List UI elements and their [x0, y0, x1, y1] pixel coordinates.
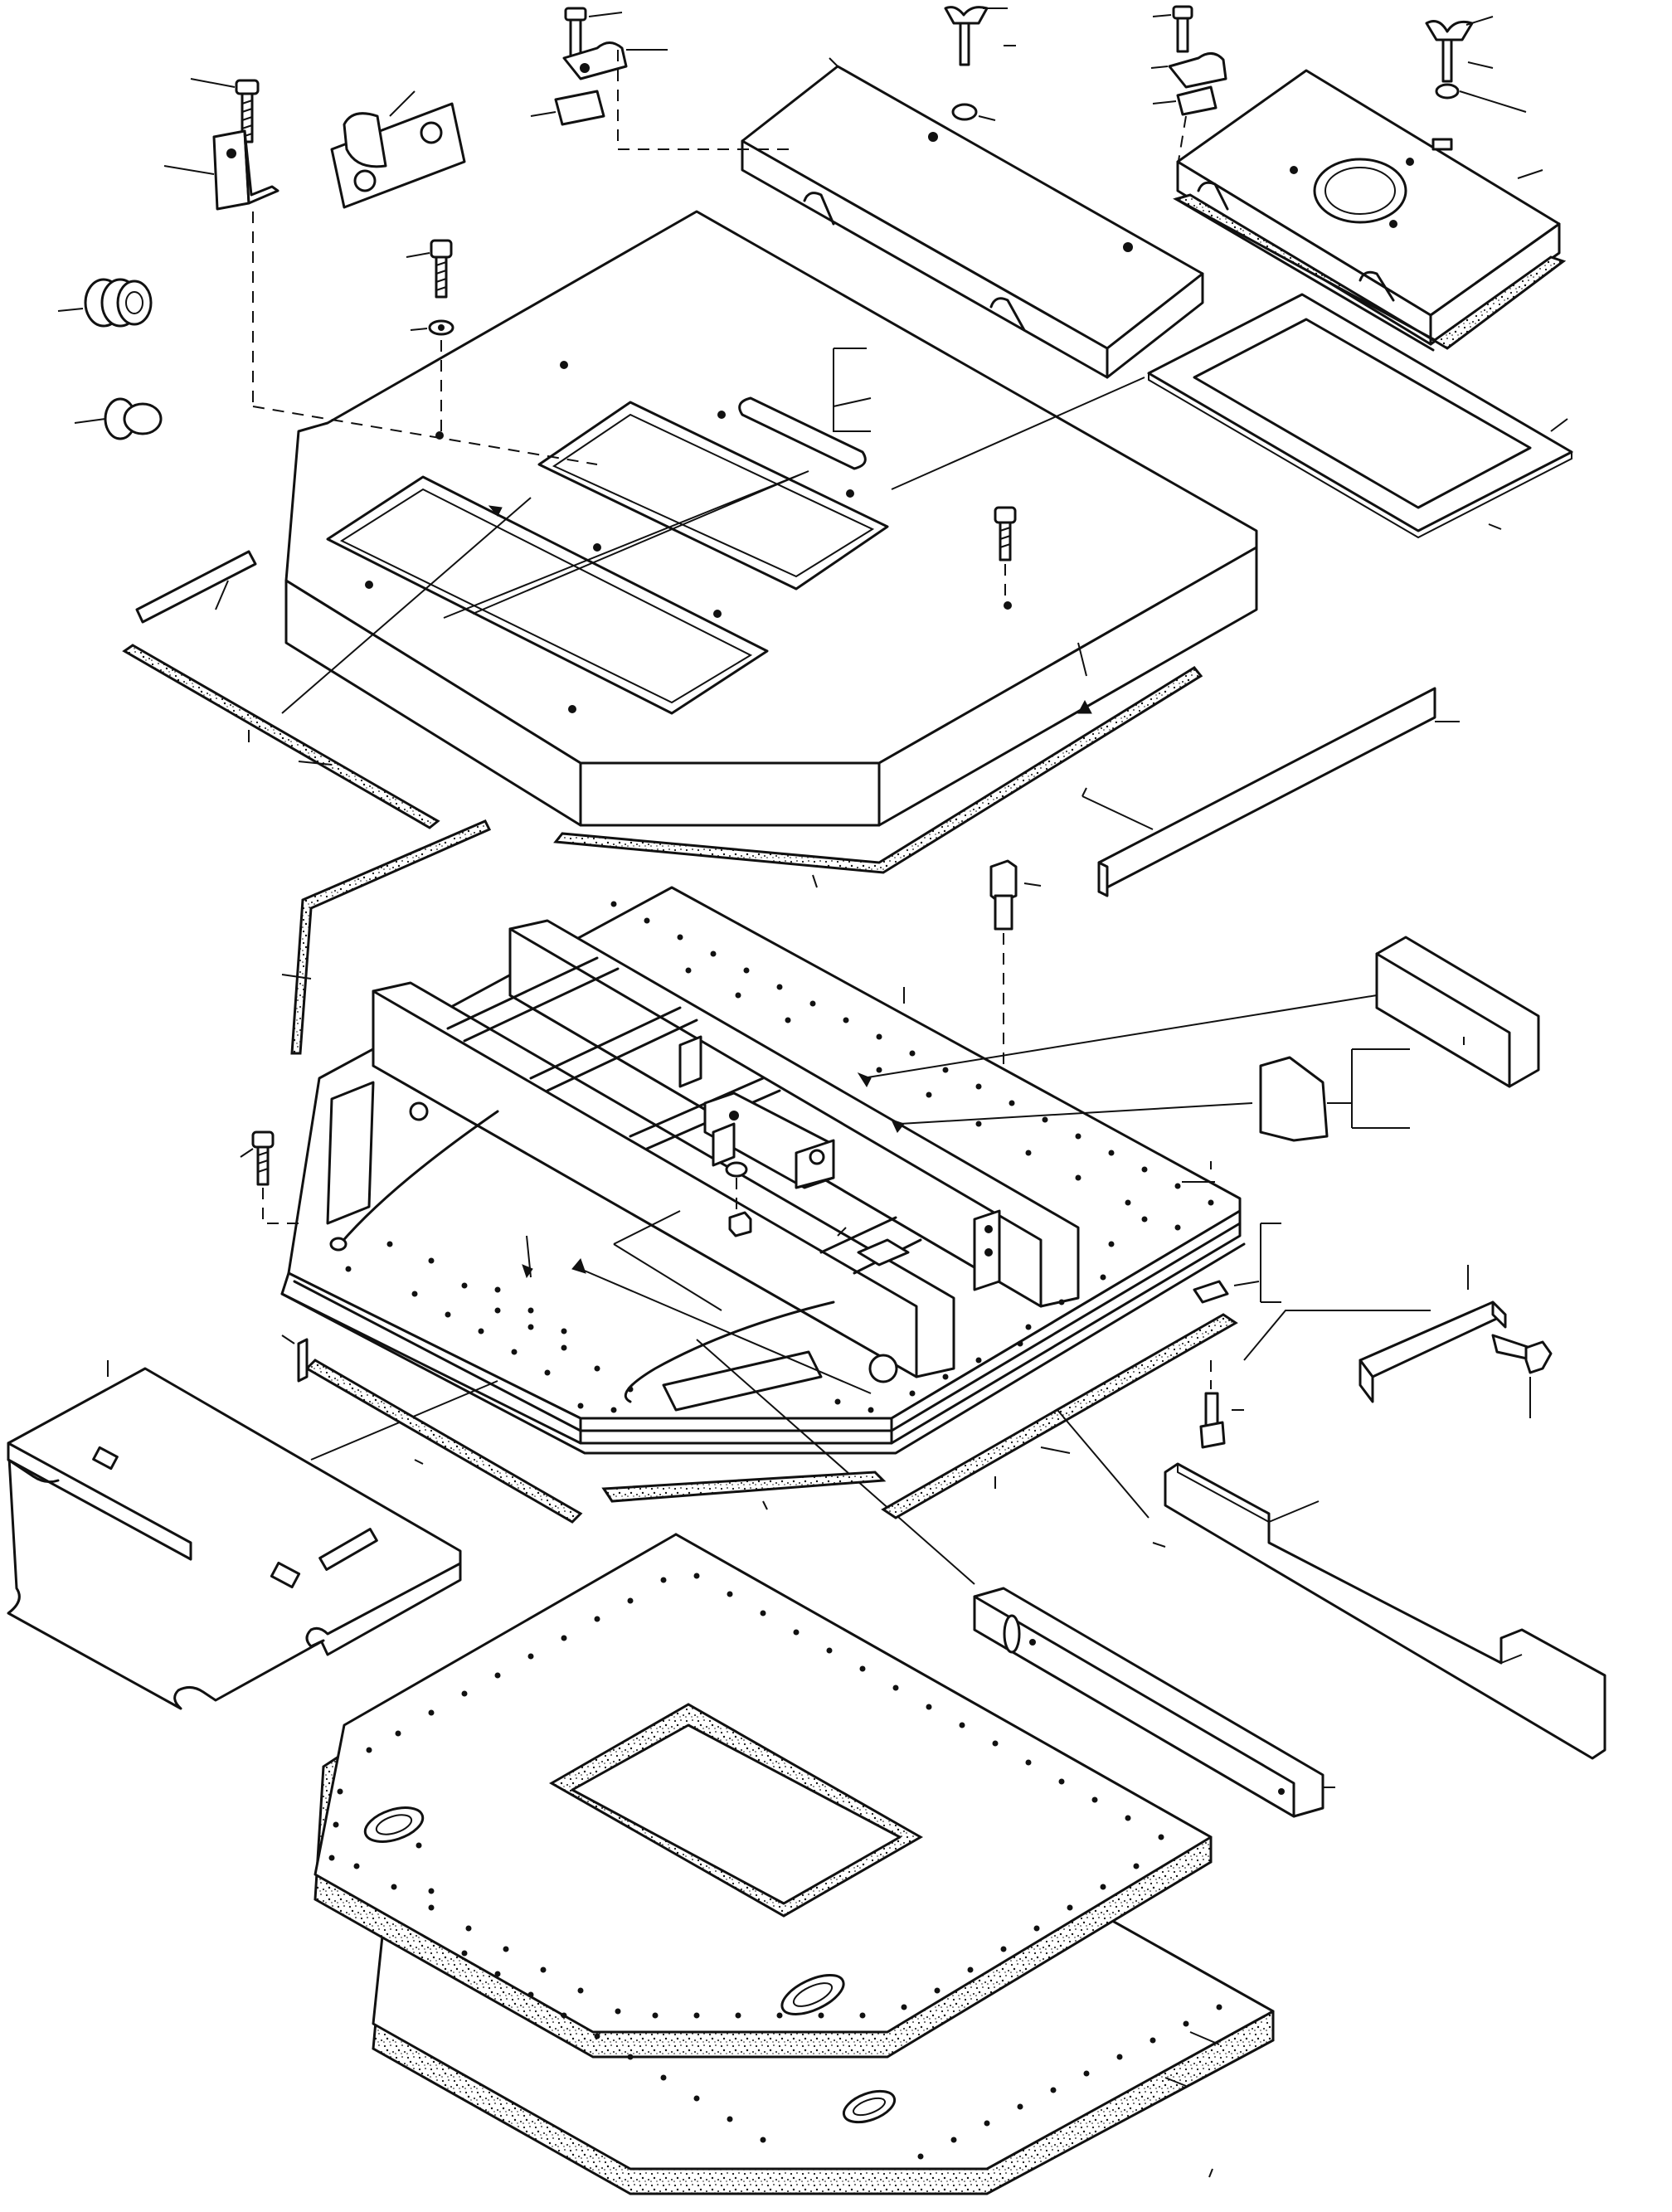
window-panel-gasket: [1173, 193, 1567, 352]
bolt-top-left: [190, 78, 260, 143]
hinged-cover-plate: [7, 1360, 462, 1710]
window-frame-gasket: [1147, 293, 1573, 539]
top-cover-housing: [281, 210, 1258, 827]
base-plate-holes: [345, 901, 1214, 1413]
seal-strip-front-lower: [601, 1471, 887, 1510]
seal-strip-front: [553, 642, 1203, 888]
base-plate-assembly: [280, 886, 1246, 1455]
access-panel-window: [1176, 69, 1561, 346]
side-panel-strip-upper: [1081, 687, 1460, 897]
seal-strip-left-lower: [281, 1334, 583, 1524]
top-fasteners: [57, 5, 1527, 440]
trapezoid-plate: [1259, 1048, 1410, 1142]
foam-pad-holes: [328, 1573, 1164, 2019]
seal-strip-bent: [281, 819, 492, 1055]
side-rail-strip-right: [881, 1313, 1238, 1519]
cover-screw-left: [406, 239, 454, 431]
vertical-plate-right: [1375, 936, 1540, 1088]
stepped-side-panel: [1152, 1462, 1606, 1760]
base-leaders: [310, 987, 1378, 1585]
wing-screw-center: [944, 6, 1016, 121]
seal-strip-left-long: [122, 644, 440, 829]
foam-pad-lower-holes: [416, 1842, 1222, 2160]
knob-mounting-plate: [330, 90, 466, 209]
cover-screw-right: [994, 506, 1017, 597]
angle-bracket-right: [1243, 1265, 1553, 1418]
foam-pad-upper: [314, 1533, 1213, 2059]
access-panel-long: [741, 57, 1204, 379]
cable-clip-center: [530, 7, 668, 126]
round-knob-2: [74, 397, 163, 440]
cable-clip-right: [1150, 5, 1227, 116]
round-knob-1: [57, 278, 153, 328]
slotted-bracket-strip: [973, 1587, 1335, 1818]
small-block: [1193, 1223, 1281, 1304]
seal-strip-left-short: [135, 550, 257, 624]
wing-screw-right: [1425, 16, 1527, 113]
angle-bracket-top-left: [163, 129, 279, 211]
direction-arrows: [488, 505, 1092, 1279]
base-fasteners: [240, 1130, 1244, 1449]
